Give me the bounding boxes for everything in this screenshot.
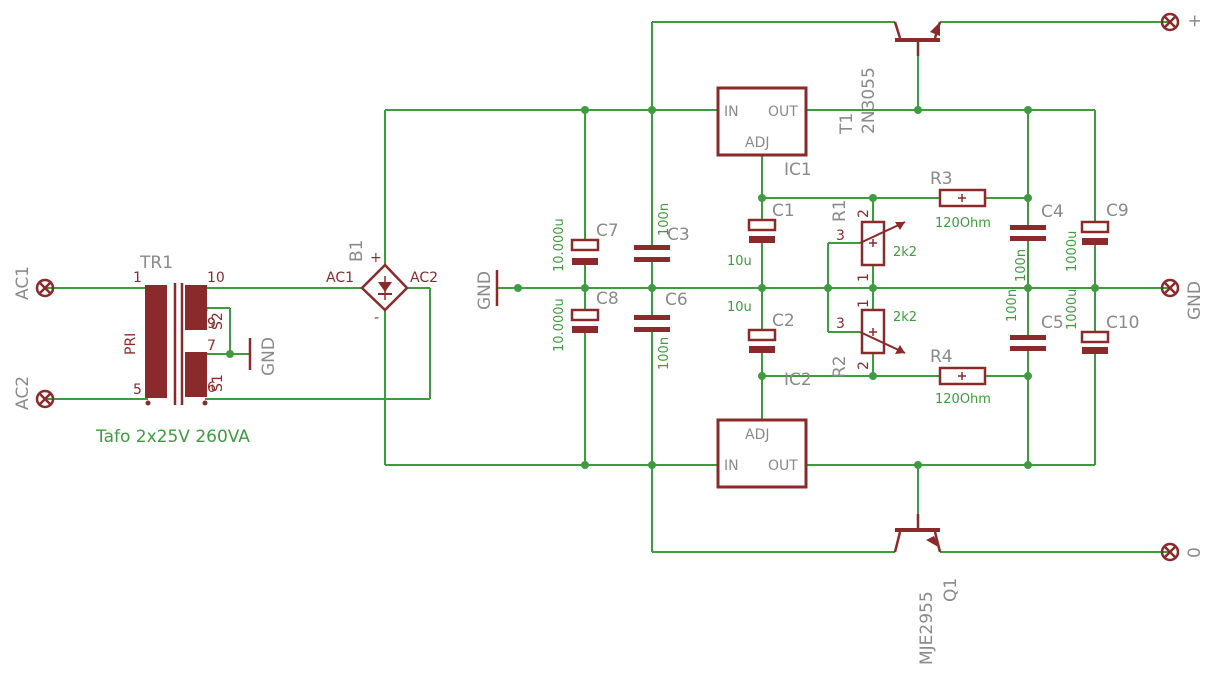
r2-ref: R2 bbox=[830, 355, 850, 378]
r4-ref: R4 bbox=[930, 347, 953, 367]
capacitor-c7 bbox=[570, 238, 600, 265]
tr1-pin10: 10 bbox=[207, 270, 225, 286]
r2-pin2: 2 bbox=[856, 361, 872, 370]
c7-value: 10.000u bbox=[552, 218, 567, 272]
q1-part: MJE2955 bbox=[917, 591, 937, 665]
terminal-gnd[interactable] bbox=[1160, 278, 1180, 298]
c1-value: 10u bbox=[727, 254, 752, 269]
c4-value: 100n bbox=[1014, 249, 1029, 282]
c5-value: 100n bbox=[1005, 289, 1020, 322]
r3-value: 120Ohm bbox=[935, 216, 991, 231]
r2-value: 2k2 bbox=[893, 310, 917, 325]
c3-ref: C3 bbox=[667, 225, 690, 245]
terminal-ac1-label: AC1 bbox=[13, 266, 33, 300]
tr1-ref: TR1 bbox=[139, 253, 173, 273]
c7-ref: C7 bbox=[596, 221, 619, 241]
capacitor-c9 bbox=[1080, 220, 1110, 245]
terminal-plus[interactable] bbox=[1160, 12, 1180, 32]
c1-ref: C1 bbox=[772, 201, 795, 221]
c3-value: 100n bbox=[657, 203, 672, 236]
t1-part: 2N3055 bbox=[859, 67, 879, 134]
ic1-in-label: IN bbox=[724, 104, 739, 120]
capacitor-c2 bbox=[747, 328, 777, 353]
tr1-value: Tafo 2x25V 260VA bbox=[95, 427, 250, 447]
terminal-zero-label: 0 bbox=[1185, 547, 1205, 558]
ic1-out-label: OUT bbox=[768, 104, 798, 120]
ic1-adj-label: ADJ bbox=[745, 135, 770, 151]
ic1-regulator bbox=[716, 86, 808, 157]
r1-value: 2k2 bbox=[893, 245, 917, 260]
transformer-tr1 bbox=[145, 283, 208, 406]
b1-ac2-label: AC2 bbox=[410, 270, 438, 286]
capacitor-c1 bbox=[747, 218, 777, 243]
c10-ref: C10 bbox=[1106, 313, 1140, 333]
resistor-r3 bbox=[938, 188, 987, 208]
terminal-ac2-label: AC2 bbox=[13, 376, 33, 410]
q1-ref: Q1 bbox=[941, 578, 961, 602]
r2-pin3: 3 bbox=[836, 316, 845, 332]
tr1-pin1: 1 bbox=[133, 270, 142, 286]
ic2-adj-label: ADJ bbox=[745, 427, 770, 443]
capacitor-c5 bbox=[1010, 335, 1046, 351]
terminal-plus-label: + bbox=[1185, 14, 1205, 28]
tr1-s1-label: S1 bbox=[210, 374, 226, 392]
bridge-b1 bbox=[360, 263, 409, 312]
c8-value: 10.000u bbox=[552, 298, 567, 352]
c2-value: 10u bbox=[727, 300, 752, 315]
r1-pin3: 3 bbox=[836, 228, 845, 244]
b1-ref: B1 bbox=[347, 240, 367, 262]
wires bbox=[45, 21, 1170, 553]
capacitor-c4 bbox=[1010, 225, 1046, 241]
c9-ref: C9 bbox=[1106, 201, 1129, 221]
ic1-ref: IC1 bbox=[784, 160, 812, 180]
c10-value: 1000u bbox=[1065, 289, 1080, 330]
left-gnd-label: GND bbox=[475, 271, 495, 310]
ic2-ref: IC2 bbox=[784, 370, 812, 390]
b1-ac1-label: AC1 bbox=[326, 270, 354, 286]
r3-ref: R3 bbox=[930, 169, 953, 189]
capacitor-c3 bbox=[634, 245, 670, 262]
potentiometer-r2 bbox=[859, 308, 906, 355]
r1-ref: R1 bbox=[830, 199, 850, 222]
r4-value: 120Ohm bbox=[935, 392, 991, 407]
c2-ref: C2 bbox=[772, 311, 795, 331]
transistor-q1 bbox=[893, 514, 942, 553]
potentiometer-r1 bbox=[859, 220, 906, 267]
ic2-in-label: IN bbox=[724, 458, 739, 474]
r1-pin2: 2 bbox=[856, 209, 872, 218]
capacitor-c6 bbox=[634, 315, 670, 332]
tr1-s2-label: S2 bbox=[210, 312, 226, 330]
c4-ref: C4 bbox=[1041, 202, 1064, 222]
c5-ref: C5 bbox=[1041, 313, 1064, 333]
resistor-r4 bbox=[938, 366, 987, 386]
tr1-pin9: 9 bbox=[207, 316, 216, 332]
capacitor-c8 bbox=[570, 308, 600, 333]
transistor-t1 bbox=[893, 21, 942, 56]
trafo-gnd-label: GND bbox=[259, 337, 279, 376]
tr1-pri-label: PRI bbox=[123, 333, 139, 355]
c9-value: 1000u bbox=[1065, 231, 1080, 272]
c8-ref: C8 bbox=[596, 289, 619, 309]
r2-pin1: 1 bbox=[856, 299, 872, 308]
ic2-out-label: OUT bbox=[768, 458, 798, 474]
c6-value: 100n bbox=[657, 337, 672, 370]
terminal-ac1[interactable] bbox=[35, 278, 55, 298]
c6-ref: C6 bbox=[665, 290, 688, 310]
b1-minus-label: - bbox=[374, 310, 379, 326]
b1-plus-label: + bbox=[370, 250, 382, 266]
tr1-pin7: 7 bbox=[207, 338, 216, 354]
terminal-ac2[interactable] bbox=[35, 389, 55, 409]
terminal-gnd-label: GND bbox=[1185, 281, 1205, 320]
ic2-regulator bbox=[716, 418, 808, 489]
terminal-zero[interactable] bbox=[1160, 542, 1180, 562]
r1-pin1: 1 bbox=[856, 273, 872, 282]
tr1-pin6: 6 bbox=[207, 380, 216, 396]
capacitor-c10 bbox=[1080, 330, 1110, 354]
t1-ref: T1 bbox=[837, 113, 857, 135]
junctions bbox=[226, 106, 1099, 469]
tr1-pin5: 5 bbox=[133, 382, 142, 398]
